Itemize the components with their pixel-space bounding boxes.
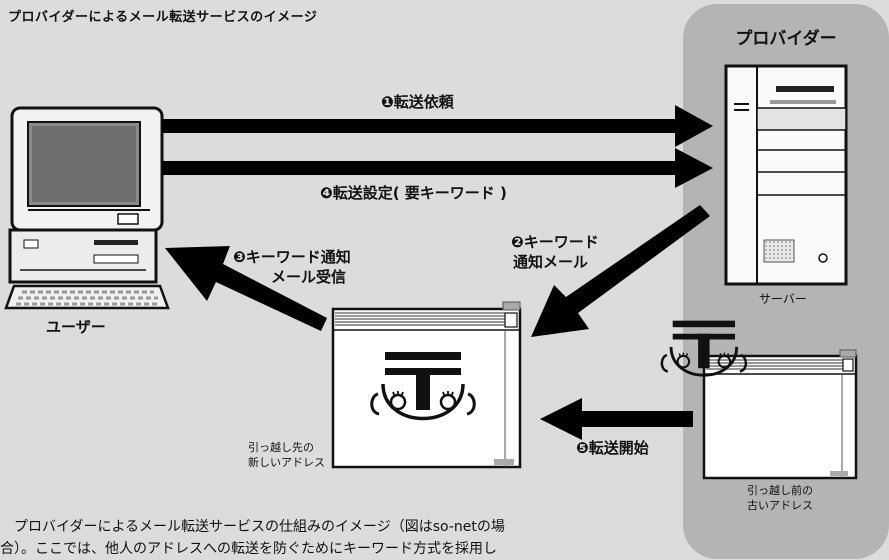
- provider-title: プロバイダー: [735, 29, 837, 49]
- arrow-step5: [540, 398, 693, 440]
- step5-label: ❺転送開始: [576, 439, 649, 457]
- arrow-step3: [165, 246, 327, 331]
- old-address-line2: 古いアドレス: [747, 499, 813, 512]
- step4-label: ❹転送設定( 要キーワード ): [320, 184, 507, 202]
- caption-line1: プロバイダーによるメール転送サービスの仕組みのイメージ（図はso-netの場: [0, 519, 505, 535]
- postal-mark-face-icon: [660, 320, 748, 377]
- arrow-step1: [162, 105, 713, 147]
- postal-mark-face-icon: [370, 352, 476, 421]
- step1-label: ❶転送依頼: [381, 93, 454, 111]
- server-icon: [724, 64, 848, 286]
- step3-line2: メール受信: [271, 268, 347, 286]
- step2-line1: ❷キーワード: [511, 233, 599, 251]
- caption-line2: 合）。ここでは、他人のアドレスへの転送を防ぐためにキーワード方式を採用し: [0, 541, 497, 557]
- arrow-step4: [162, 148, 713, 188]
- user-label: ユーザー: [46, 318, 106, 336]
- new-address-line1: 引っ越し先の: [248, 441, 314, 454]
- old-address-line1: 引っ越し前の: [747, 484, 813, 497]
- step3-label: ❸キーワード通知 メール受信: [233, 247, 351, 287]
- figure-caption: プロバイダーによるメール転送サービスの仕組みのイメージ（図はso-netの場合）…: [0, 516, 676, 560]
- diagram-title: プロバイダーによるメール転送サービスのイメージ: [8, 10, 318, 25]
- step3-line1: ❸キーワード通知: [233, 248, 351, 266]
- step2-label: ❷キーワード 通知メール: [511, 232, 599, 272]
- user-computer-icon: [4, 106, 170, 310]
- old-address-label: 引っ越し前の 古いアドレス: [734, 483, 826, 513]
- server-label: サーバー: [759, 292, 807, 306]
- step2-line2: 通知メール: [513, 253, 589, 271]
- old-address-window: [702, 349, 858, 480]
- new-address-line2: 新しいアドレス: [248, 456, 325, 469]
- arrow-step2: [531, 205, 710, 337]
- new-address-label: 引っ越し先の 新しいアドレス: [248, 440, 325, 470]
